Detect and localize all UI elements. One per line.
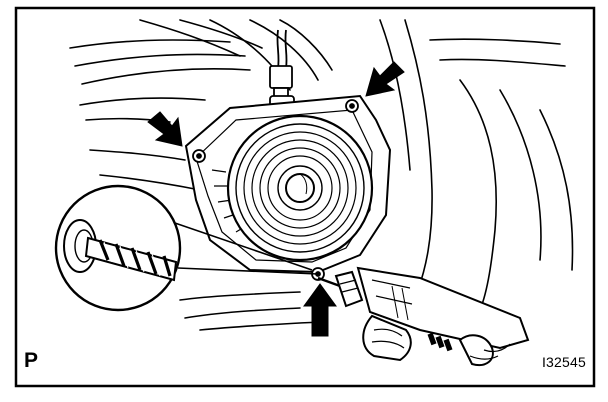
arrow-icon	[147, 61, 405, 337]
detail-callout-lines	[171, 221, 319, 275]
drill-icon	[317, 266, 530, 366]
drill-bit-icon	[54, 184, 182, 312]
reference-code-label: I32545	[541, 354, 586, 370]
figure-border	[14, 6, 596, 388]
connector-icon	[269, 29, 295, 115]
screw-icon	[192, 99, 359, 281]
view-letter-label: P	[24, 349, 39, 372]
speaker-icon	[226, 114, 374, 262]
